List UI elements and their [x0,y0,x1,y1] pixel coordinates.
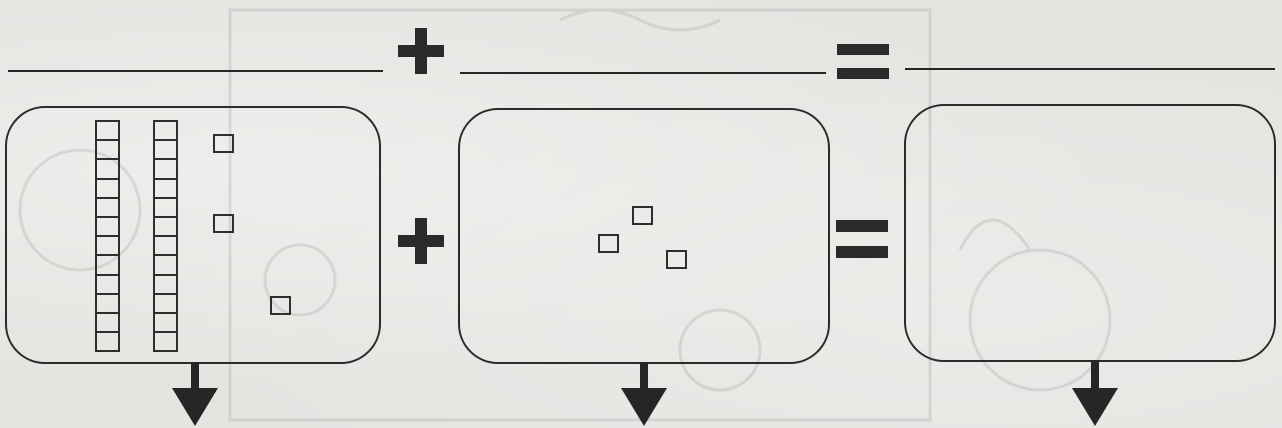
tens-rod [153,120,178,352]
down-arrow-icon [170,362,220,428]
equals-icon [836,220,888,258]
sum-box[interactable] [904,104,1276,362]
addend-2-box [458,108,830,364]
unit-cube [270,296,291,315]
unit-cube [632,206,653,225]
unit-cube [598,234,619,253]
unit-cube [666,250,687,269]
down-arrow-icon [1070,360,1120,428]
answer-line-addend-2[interactable] [460,72,826,74]
unit-cube [213,214,234,233]
answer-line-sum[interactable] [905,68,1275,70]
unit-cube [213,134,234,153]
plus-icon [398,28,444,74]
answer-line-addend-1[interactable] [8,70,383,72]
equals-icon [837,44,889,80]
plus-icon [398,218,444,264]
down-arrow-icon [619,362,669,428]
tens-rod [95,120,120,352]
addend-1-box [5,106,381,364]
